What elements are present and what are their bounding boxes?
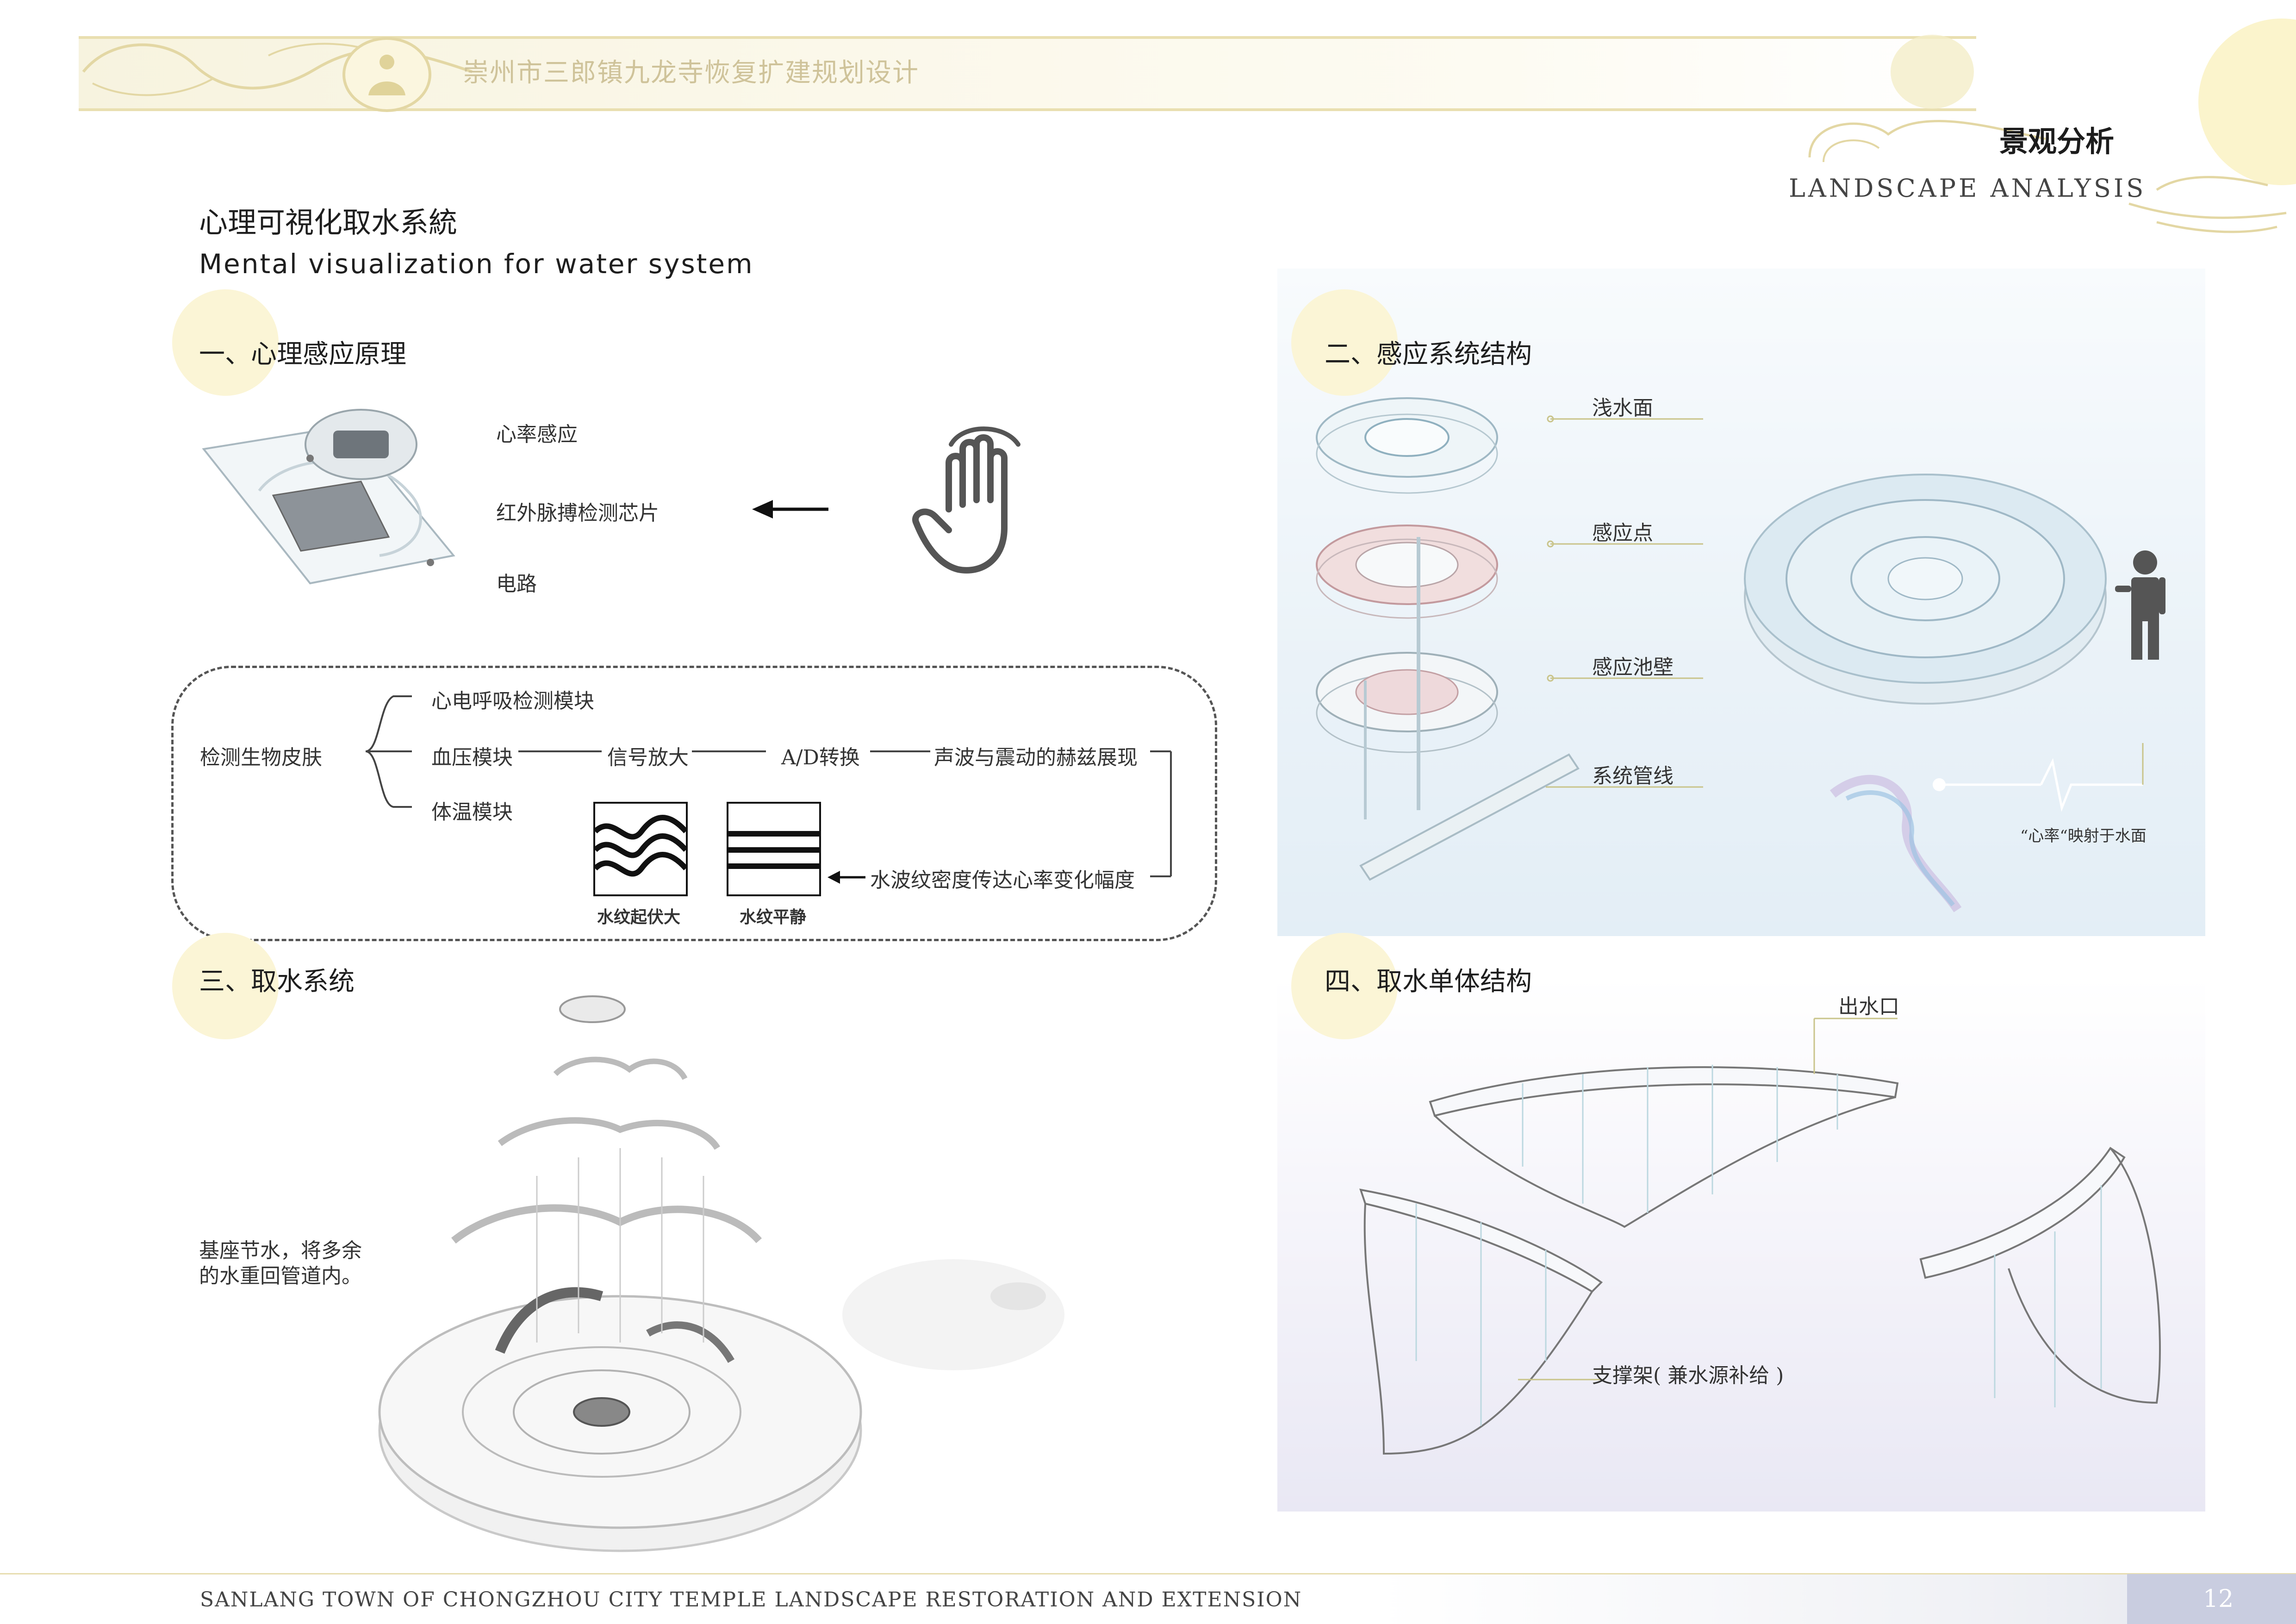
section3-heading: 三、取水系统 — [199, 967, 355, 997]
hand-touch-icon — [912, 426, 1020, 574]
layer-leader-lines — [1546, 415, 1703, 788]
water-unit-structure-illustration — [1359, 1018, 2161, 1455]
section3-circle — [172, 933, 279, 1039]
section-title-en: LANDSCAPE ANALYSIS — [1789, 174, 2147, 203]
section1-heading: 一、心理感应原理 — [199, 339, 406, 369]
wave-strong-icon — [593, 802, 688, 896]
heartrate-note: “心率“映射于水面 — [2020, 827, 2147, 845]
water-pool-illustration — [1744, 474, 2107, 705]
project-title: 崇州市三郎镇九龙寺恢复扩建规划设计 — [463, 58, 919, 88]
wave-calm-icon — [727, 802, 821, 896]
section2-heading: 二、感应系统结构 — [1325, 339, 1532, 369]
cloud-ornament-icon — [1808, 119, 2287, 233]
wave-strong-label: 水纹起伏大 — [597, 907, 681, 927]
footer-bar — [0, 1574, 2296, 1624]
flow-connectors — [365, 695, 1172, 877]
sensor-chip-illustration — [202, 409, 455, 585]
section4-circle — [1291, 933, 1398, 1039]
arrow-left-icon — [752, 500, 828, 518]
buddha-logo-icon — [342, 37, 431, 112]
label-system-pipe: 系统管线 — [1592, 764, 1674, 788]
page-number: 12 — [2203, 1585, 2234, 1613]
page-number-box — [2127, 1574, 2296, 1624]
label-support-frame: 支撑架( 兼水源补给 ) — [1592, 1364, 1784, 1387]
footer-text: SANLANG TOWN OF CHONGZHOU CITY TEMPLE LA… — [200, 1588, 1302, 1612]
flow-result: 水波纹密度传达心率变化幅度 — [870, 868, 1135, 892]
flow-ad-convert: A/D转换 — [781, 746, 860, 769]
section2-circle — [1291, 289, 1398, 396]
flow-start: 检测生物皮肤 — [200, 746, 322, 769]
section3-note-line2: 的水重回管道内。 — [199, 1264, 362, 1288]
person-icon — [2115, 550, 2165, 660]
page-title-cn: 心理可視化取水系統 — [199, 206, 458, 239]
flow-branch-bp: 血压模块 — [431, 746, 513, 769]
section1-circle — [172, 289, 279, 396]
flow-signal-amp: 信号放大 — [607, 746, 689, 769]
section-title-cn: 景观分析 — [1999, 125, 2115, 158]
label-sensor-point: 感应点 — [1592, 521, 1653, 545]
flow-branch-temp: 体温模块 — [431, 800, 513, 824]
section4-heading: 四、取水单体结构 — [1325, 967, 1532, 997]
section4-panel — [1277, 977, 2205, 1512]
heartbeat-wave-illustration — [1829, 743, 2144, 912]
label-circuit: 电路 — [496, 572, 537, 596]
arrow-left-small-icon — [828, 871, 865, 884]
label-water-outlet: 出水口 — [1838, 995, 1899, 1018]
header-moon-small — [1891, 35, 1974, 109]
sensor-layers-illustration — [1316, 397, 1580, 881]
section3-note-line1: 基座节水，将多余 — [199, 1239, 362, 1262]
footer-divider — [0, 1573, 2296, 1574]
page-title-en: Mental visualization for water system — [199, 248, 754, 280]
fountain-illustration — [378, 995, 1064, 1552]
label-heart-rate: 心率感应 — [496, 423, 578, 446]
flow-sound-hz: 声波与震动的赫兹展现 — [934, 746, 1138, 769]
label-shallow-water: 浅水面 — [1592, 396, 1653, 420]
label-infrared-chip: 红外脉搏检测芯片 — [496, 501, 659, 525]
label-sensor-wall: 感应池壁 — [1592, 656, 1674, 679]
flow-diagram-box — [171, 666, 1217, 941]
flow-branch-ecg: 心电呼吸检测模块 — [431, 689, 594, 713]
wave-calm-label: 水纹平静 — [740, 907, 807, 927]
